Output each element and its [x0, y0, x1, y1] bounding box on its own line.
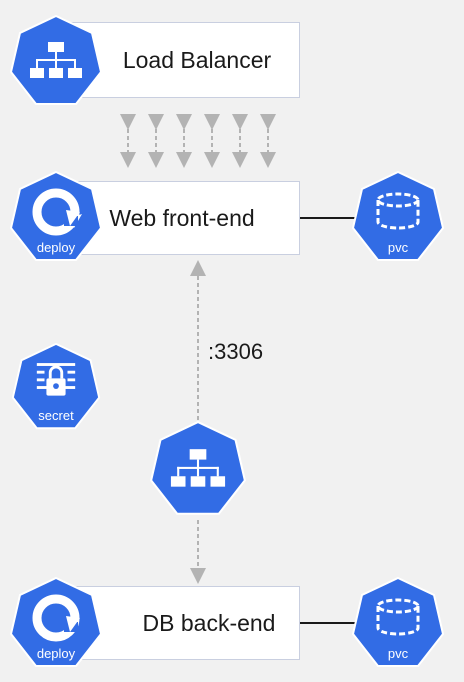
web-pvc-icon-text: pvc — [387, 240, 409, 255]
load-balancer-label: Load Balancer — [122, 46, 272, 73]
db-deploy-icon-text: deploy — [36, 646, 76, 661]
web-pvc-icon: pvc — [350, 170, 446, 266]
web-frontend-label: Web front-end — [109, 204, 255, 231]
secret-icon: secret — [10, 342, 102, 434]
db-pvc-connector — [300, 622, 356, 624]
web-deploy-icon: deploy — [8, 170, 104, 266]
secret-icon-text: secret — [38, 408, 74, 423]
load-balancer-service-icon — [8, 14, 104, 110]
db-backend-label: DB back-end — [142, 609, 276, 636]
lb-to-web-arrows — [120, 114, 276, 168]
web-pvc-connector — [300, 217, 356, 219]
web-deploy-icon-text: deploy — [36, 240, 76, 255]
db-pvc-icon: pvc — [350, 576, 446, 672]
db-pvc-icon-text: pvc — [387, 646, 409, 661]
db-deploy-icon: deploy — [8, 576, 104, 672]
db-service-icon — [148, 420, 248, 520]
port-label: :3306 — [208, 339, 264, 364]
